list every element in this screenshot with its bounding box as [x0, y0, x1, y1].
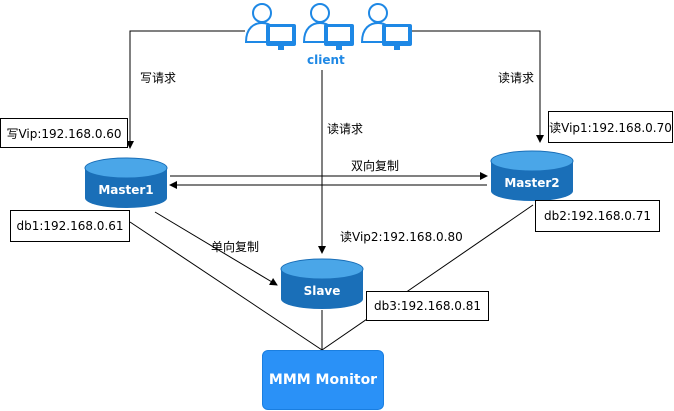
master2-name: Master2	[504, 176, 560, 190]
master1-address-box: db1:192.168.0.61	[10, 210, 130, 242]
user-computer-icon	[358, 2, 416, 52]
slave-name: Slave	[303, 284, 341, 298]
master2-database: Master2	[490, 150, 574, 202]
write-request-label: 写请求	[140, 71, 177, 85]
mmm-monitor-box: MMM Monitor	[262, 350, 384, 410]
monitor-line-master2	[321, 204, 534, 351]
client-label: client	[307, 53, 345, 67]
master1-name: Master1	[98, 183, 154, 197]
replication-arrow-to-slave	[154, 211, 278, 286]
slave-database: Slave	[280, 258, 364, 310]
slave-address-box: db3:192.168.0.81	[366, 291, 489, 321]
write-request-arrow	[126, 30, 245, 149]
monitor-line-master1	[129, 221, 323, 351]
read-vip1-box: 读Vip1:192.168.0.70	[548, 111, 673, 143]
bidirectional-replication-label: 双向复制	[351, 159, 400, 173]
read-request-arrow-right	[405, 30, 544, 143]
write-vip-box: 写Vip:192.168.0.60	[0, 118, 128, 148]
unidirectional-replication-label: 单向复制	[211, 240, 260, 254]
read-vip2-label: 读Vip2:192.168.0.80	[340, 230, 463, 244]
read-request-label-right: 读请求	[498, 71, 535, 85]
read-request-label-center: 读请求	[327, 122, 364, 136]
user-computer-icon	[242, 2, 300, 52]
master2-address-box: db2:192.168.0.71	[535, 200, 660, 232]
master1-database: Master1	[84, 157, 168, 209]
user-computer-icon	[300, 2, 358, 52]
